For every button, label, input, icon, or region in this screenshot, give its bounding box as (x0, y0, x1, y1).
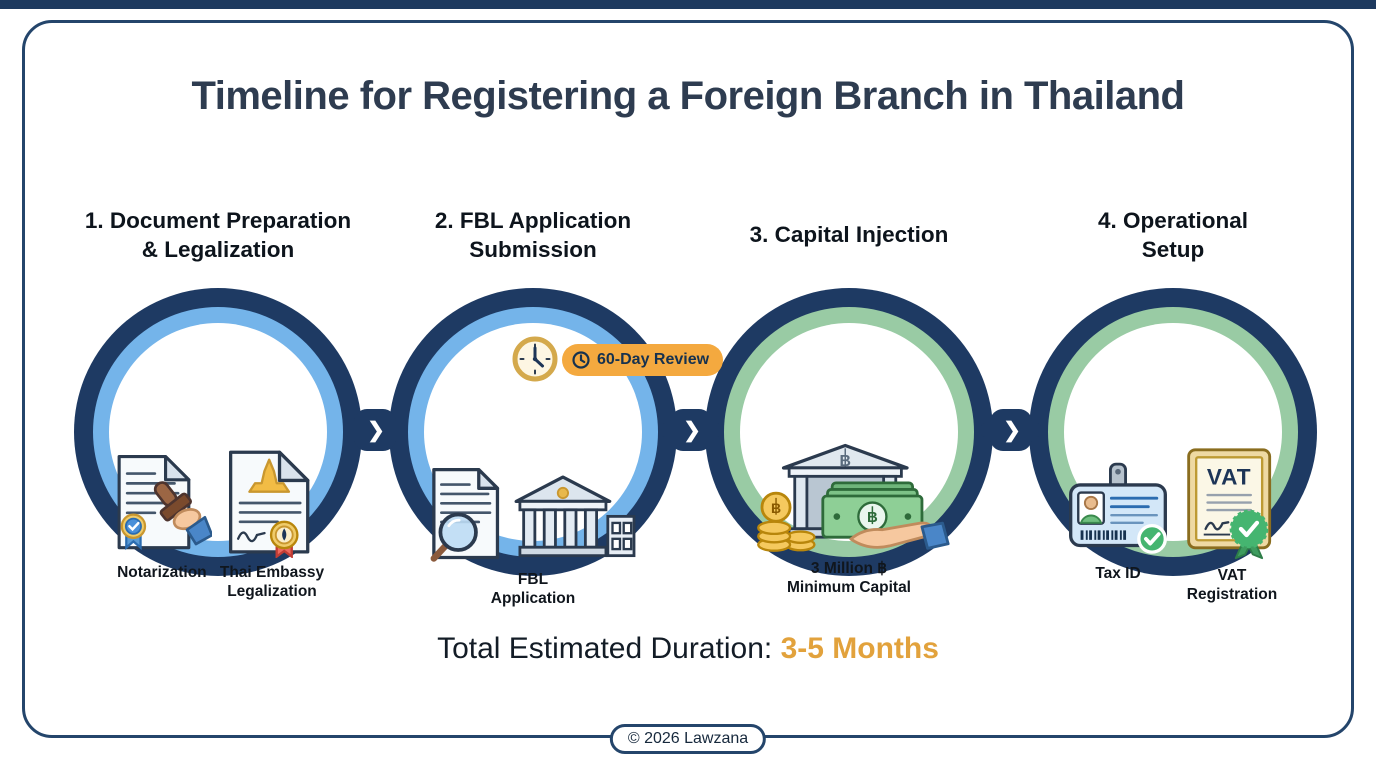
clock-icon (572, 351, 590, 369)
total-duration: Total Estimated Duration: 3-5 Months (0, 632, 1376, 666)
vat-registration-label: VAT Registration (1186, 567, 1278, 603)
notarization-item: Notarization (112, 448, 212, 602)
step-3-circle: B (705, 288, 993, 596)
approved-rosette-icon (1229, 509, 1269, 560)
tax-id-item: Tax ID (1065, 462, 1171, 605)
notary-seal-icon (120, 513, 147, 551)
capital-label: 3 Million ฿ Minimum Capital (786, 560, 911, 596)
check-circle-icon (1137, 523, 1167, 554)
tax-id-card-icon (1069, 462, 1167, 554)
baht-symbol: B (771, 497, 781, 516)
baht-symbol: B (867, 506, 878, 526)
step-2-circle: FBL Application (389, 288, 677, 607)
step-4-circle: Tax ID VAT (1029, 288, 1317, 603)
total-duration-value: 3-5 Months (780, 632, 939, 665)
step-3-capital-injection: 3. Capital Injection B (689, 200, 1009, 650)
government-building-icon (514, 475, 636, 558)
thai-embassy-document-icon (228, 450, 310, 558)
total-duration-label: Total Estimated Duration: (437, 632, 773, 665)
signature-icon (236, 531, 266, 543)
fbl-application-review-icon (430, 467, 636, 562)
vat-certificate-text: VAT (1207, 465, 1252, 490)
review-badge-label: 60-Day Review (597, 351, 710, 368)
hand-icon (849, 521, 950, 550)
review-duration-badge: 60-Day Review (562, 344, 724, 376)
footer-copyright: © 2026 Lawzana (609, 724, 767, 754)
hand-icon (172, 508, 212, 546)
fbl-application-item: FBL Application (426, 464, 640, 609)
step-1-circle: Notarization (74, 288, 362, 600)
baht-coins-icon: B (757, 491, 816, 552)
thai-embassy-item: Thai Embassy Legalization (220, 448, 324, 602)
chevron-right-icon: ❯ (990, 409, 1032, 451)
step-2-title: 2. FBL Application Submission (434, 207, 632, 262)
clock-icon (512, 336, 558, 387)
chevron-right-icon: ❯ (354, 409, 396, 451)
thai-temple-icon (248, 458, 291, 493)
thai-embassy-label: Thai Embassy Legalization (219, 564, 325, 600)
tax-id-label: Tax ID (1095, 565, 1141, 582)
signature-icon (1204, 521, 1230, 531)
step-1-title: 1. Document Preparation & Legalization (84, 207, 352, 262)
step-1-document-preparation: 1. Document Preparation & Legalization (58, 200, 378, 650)
fbl-application-label: FBL Application (490, 571, 576, 607)
baht-symbol: B (840, 448, 851, 470)
step-2-fbl-application: 2. FBL Application Submission (373, 200, 693, 650)
vat-certificate-icon: VAT (1187, 448, 1272, 560)
notarization-label: Notarization (117, 564, 207, 581)
top-accent-bar (0, 0, 1376, 9)
page-title: Timeline for Registering a Foreign Branc… (191, 74, 1185, 118)
step-4-title: 4. Operational Setup (1097, 207, 1249, 262)
step-3-title: 3. Capital Injection (749, 222, 949, 248)
avatar (1079, 495, 1103, 524)
notarization-document-icon (117, 455, 212, 551)
step-4-operational-setup: 4. Operational Setup (1013, 200, 1333, 650)
chevron-right-icon: ❯ (670, 409, 712, 451)
capital-injection-icon: B (757, 443, 950, 552)
capital-item: B (746, 438, 952, 598)
magnifier-icon (430, 512, 478, 562)
embassy-seal-icon (269, 520, 299, 558)
barcode-icon (1080, 530, 1127, 540)
vat-registration-item: VAT (1183, 446, 1281, 605)
